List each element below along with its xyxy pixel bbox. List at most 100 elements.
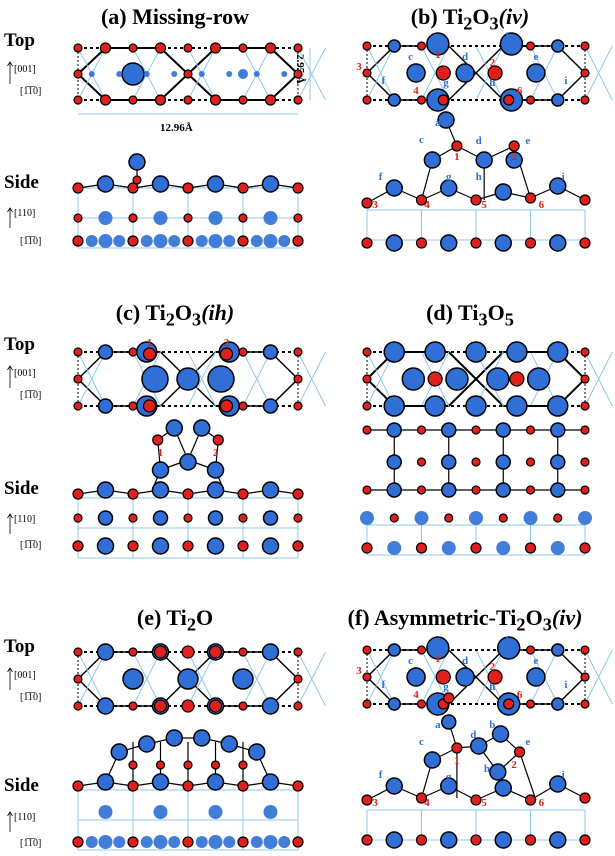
atom-label: a — [435, 117, 441, 129]
ti-bulk-atom — [153, 835, 168, 849]
atom-label: d — [476, 135, 482, 147]
ti-atom — [426, 32, 450, 56]
arrow-head — [7, 811, 13, 817]
ti-atom — [526, 63, 546, 83]
o-atom — [127, 182, 139, 194]
ti-atom — [441, 714, 457, 730]
o-atom — [361, 834, 373, 846]
o-atom — [183, 760, 193, 770]
o-atom — [579, 237, 591, 249]
o-atom — [128, 513, 138, 523]
o-atom — [155, 760, 166, 770]
ti-bulk-atom — [523, 511, 538, 525]
o-atom — [415, 194, 428, 206]
ti-atom — [406, 63, 426, 83]
bulk-bond — [77, 651, 106, 707]
o-atom — [362, 374, 372, 384]
o-atom — [128, 95, 138, 105]
o-atom — [292, 182, 304, 194]
adlayer-bond — [519, 751, 537, 801]
ti-bulk-atom — [153, 211, 168, 225]
o-atom — [72, 780, 84, 792]
hex-bond — [269, 47, 299, 75]
ti-atom — [491, 725, 510, 743]
atom-label: 2 — [490, 57, 496, 69]
ti-bulk-atom — [195, 235, 208, 247]
o-atom — [443, 692, 455, 704]
o-atom — [470, 237, 482, 249]
o-atom — [435, 669, 451, 685]
ti-atom — [206, 461, 225, 479]
hex-bond — [475, 351, 504, 380]
o-atom — [293, 374, 303, 384]
o-atom — [73, 43, 83, 53]
o-atom — [470, 794, 482, 806]
atom-label: 1 — [435, 49, 441, 61]
o-atom — [153, 699, 168, 713]
hex-bond — [269, 73, 299, 101]
ti-atom — [165, 419, 183, 437]
o-atom — [361, 542, 373, 554]
o-atom — [293, 213, 303, 223]
ti-atom — [261, 537, 280, 555]
ti-atom — [440, 831, 458, 849]
o-atom — [128, 43, 138, 53]
ti-atom — [550, 454, 566, 470]
atom-label: 1 — [454, 755, 460, 767]
bulk-bond — [584, 351, 613, 407]
o-atom — [238, 43, 248, 53]
ti-atom — [193, 419, 211, 437]
ti-atom — [496, 636, 521, 660]
o-atom — [416, 699, 427, 709]
ti-atom — [549, 831, 567, 849]
ti-bulk-atom — [208, 805, 223, 819]
o-atom — [182, 182, 194, 194]
hex-bond — [187, 47, 217, 75]
ti-atom — [151, 537, 170, 555]
o-atom — [209, 94, 222, 106]
o-atom — [579, 194, 591, 206]
o-atom — [525, 485, 536, 495]
ti-atom — [387, 39, 401, 53]
atom-label: 6 — [539, 199, 545, 211]
atom-label: g — [446, 771, 452, 783]
atom-label: d — [462, 51, 468, 63]
ti-atom — [97, 398, 114, 414]
ti-atom — [385, 234, 403, 252]
ti-atom — [128, 153, 146, 171]
ti-atom — [152, 510, 169, 526]
bulk-bond — [584, 45, 613, 101]
ti-atom — [179, 453, 197, 471]
ti-atom — [547, 395, 569, 417]
o-atom — [292, 540, 304, 552]
ti-atom — [469, 737, 488, 755]
bulk-bond — [77, 351, 106, 407]
o-atom — [471, 457, 481, 467]
o-atom — [292, 235, 304, 247]
o-atom — [524, 834, 537, 846]
o-atom — [553, 513, 563, 523]
o-atom — [444, 513, 454, 523]
ti-bulk-atom — [153, 234, 168, 248]
arrow-head — [7, 667, 13, 673]
ti-atom — [506, 341, 528, 363]
o-atom — [509, 371, 525, 387]
o-atom — [362, 95, 372, 105]
o-atom — [361, 794, 373, 806]
atom-label: g — [446, 171, 452, 183]
atom-label: 6 — [517, 689, 523, 701]
ti-atom — [426, 636, 450, 660]
ti-atom — [121, 62, 145, 86]
panel-e-title: (e) Ti2O — [136, 605, 214, 635]
ti-atom — [551, 93, 565, 107]
o-atom — [128, 347, 138, 357]
o-atom — [508, 140, 520, 152]
hex-bond — [159, 47, 189, 75]
top-label-row1: Top — [4, 30, 35, 51]
ti-atom — [97, 344, 114, 360]
atom-label: h — [489, 77, 495, 89]
ti-atom — [151, 461, 170, 479]
ti-atom — [138, 735, 156, 753]
o-atom — [73, 401, 83, 411]
o-atom — [293, 401, 303, 411]
